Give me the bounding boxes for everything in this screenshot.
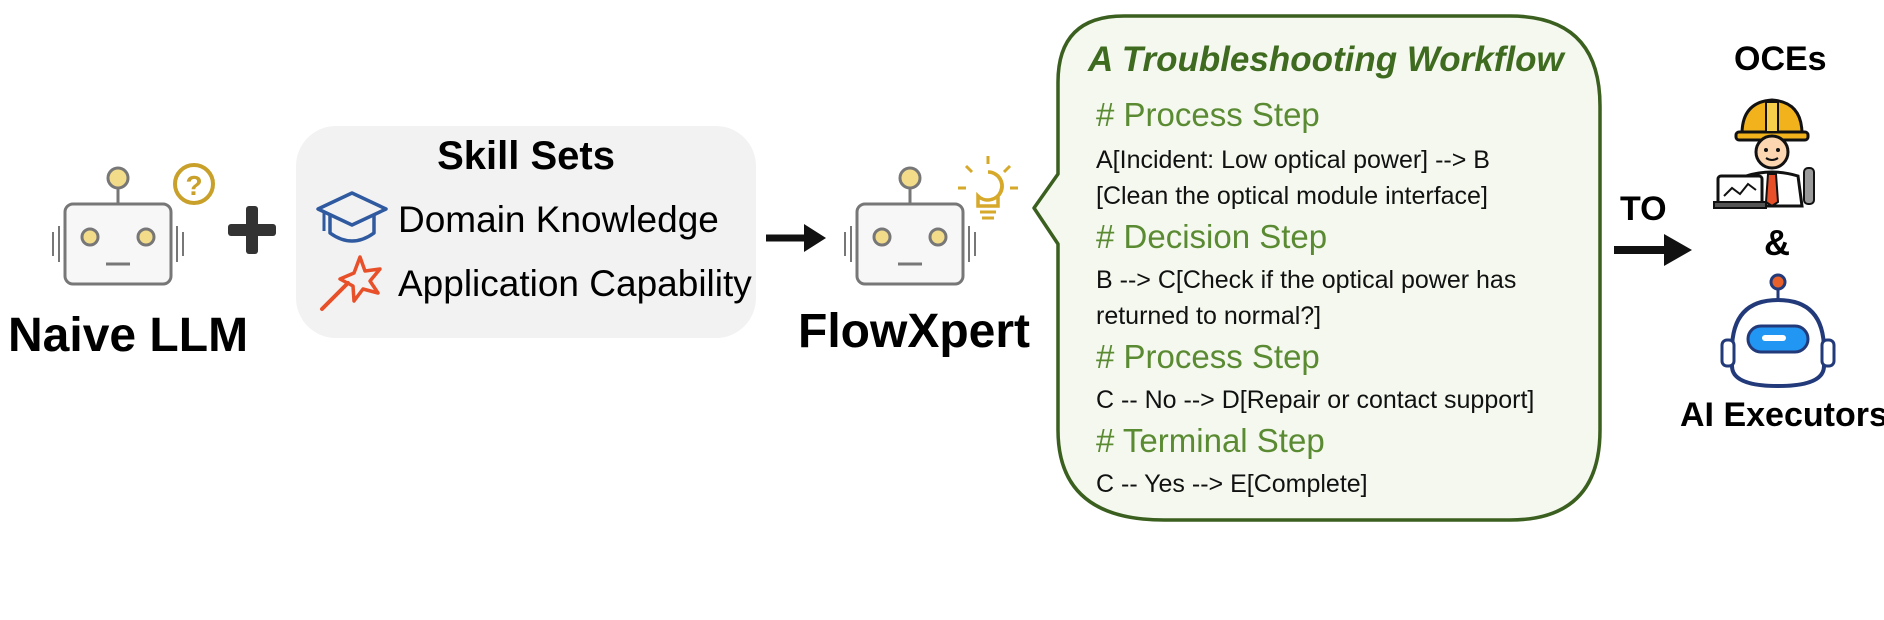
arrow-right-icon [1614, 234, 1692, 266]
question-icon: ? [173, 163, 215, 205]
skill-sets-panel: Skill Sets Domain Knowledge Application … [296, 126, 756, 338]
svg-text:?: ? [185, 170, 202, 201]
workflow-step-line: A[Incident: Low optical power] --> B [1096, 146, 1490, 174]
workflow-step-heading: # Process Step [1096, 338, 1320, 375]
workflow-speech-bubble [1032, 14, 1602, 522]
flowxpert-robot-icon [844, 156, 1018, 286]
skill-sets-title: Skill Sets [437, 134, 615, 178]
workflow-step-heading: # Decision Step [1096, 218, 1328, 255]
workflow-step-line: C -- Yes --> E[Complete] [1096, 470, 1368, 498]
lightbulb-icon [958, 156, 1018, 220]
magic-wand-icon [320, 255, 382, 311]
workflow-step-heading: # Process Step [1096, 96, 1320, 133]
naive-llm-label: Naive LLM [8, 309, 249, 362]
graduation-cap-icon [316, 191, 388, 243]
workflow-step-line: C -- No --> D[Repair or contact support] [1096, 386, 1535, 414]
skill-application-capability: Application Capability [314, 254, 752, 314]
ai-executors-label: AI Executors [1680, 396, 1884, 434]
workflow-step-heading: # Terminal Step [1096, 422, 1325, 459]
oces-label: OCEs [1734, 40, 1827, 78]
engineer-icon [1713, 98, 1815, 209]
workflow-title: A Troubleshooting Workflow [1088, 40, 1564, 79]
skill-label: Domain Knowledge [398, 199, 719, 240]
skill-domain-knowledge: Domain Knowledge [314, 190, 719, 250]
skill-label: Application Capability [398, 263, 752, 304]
workflow-step-line: [Clean the optical module interface] [1096, 182, 1488, 210]
workflow-step-line: B --> C[Check if the optical power has [1096, 266, 1517, 294]
plus-icon [228, 206, 276, 254]
workflow-step-line: returned to normal?] [1096, 302, 1322, 330]
naive-llm-robot-icon: ? [52, 163, 215, 286]
ai-executor-robot-icon [1720, 273, 1836, 389]
to-label: TO [1620, 190, 1667, 228]
ampersand-label: & [1764, 222, 1790, 263]
flowxpert-label: FlowXpert [798, 305, 1031, 358]
arrow-right-icon [766, 224, 826, 252]
